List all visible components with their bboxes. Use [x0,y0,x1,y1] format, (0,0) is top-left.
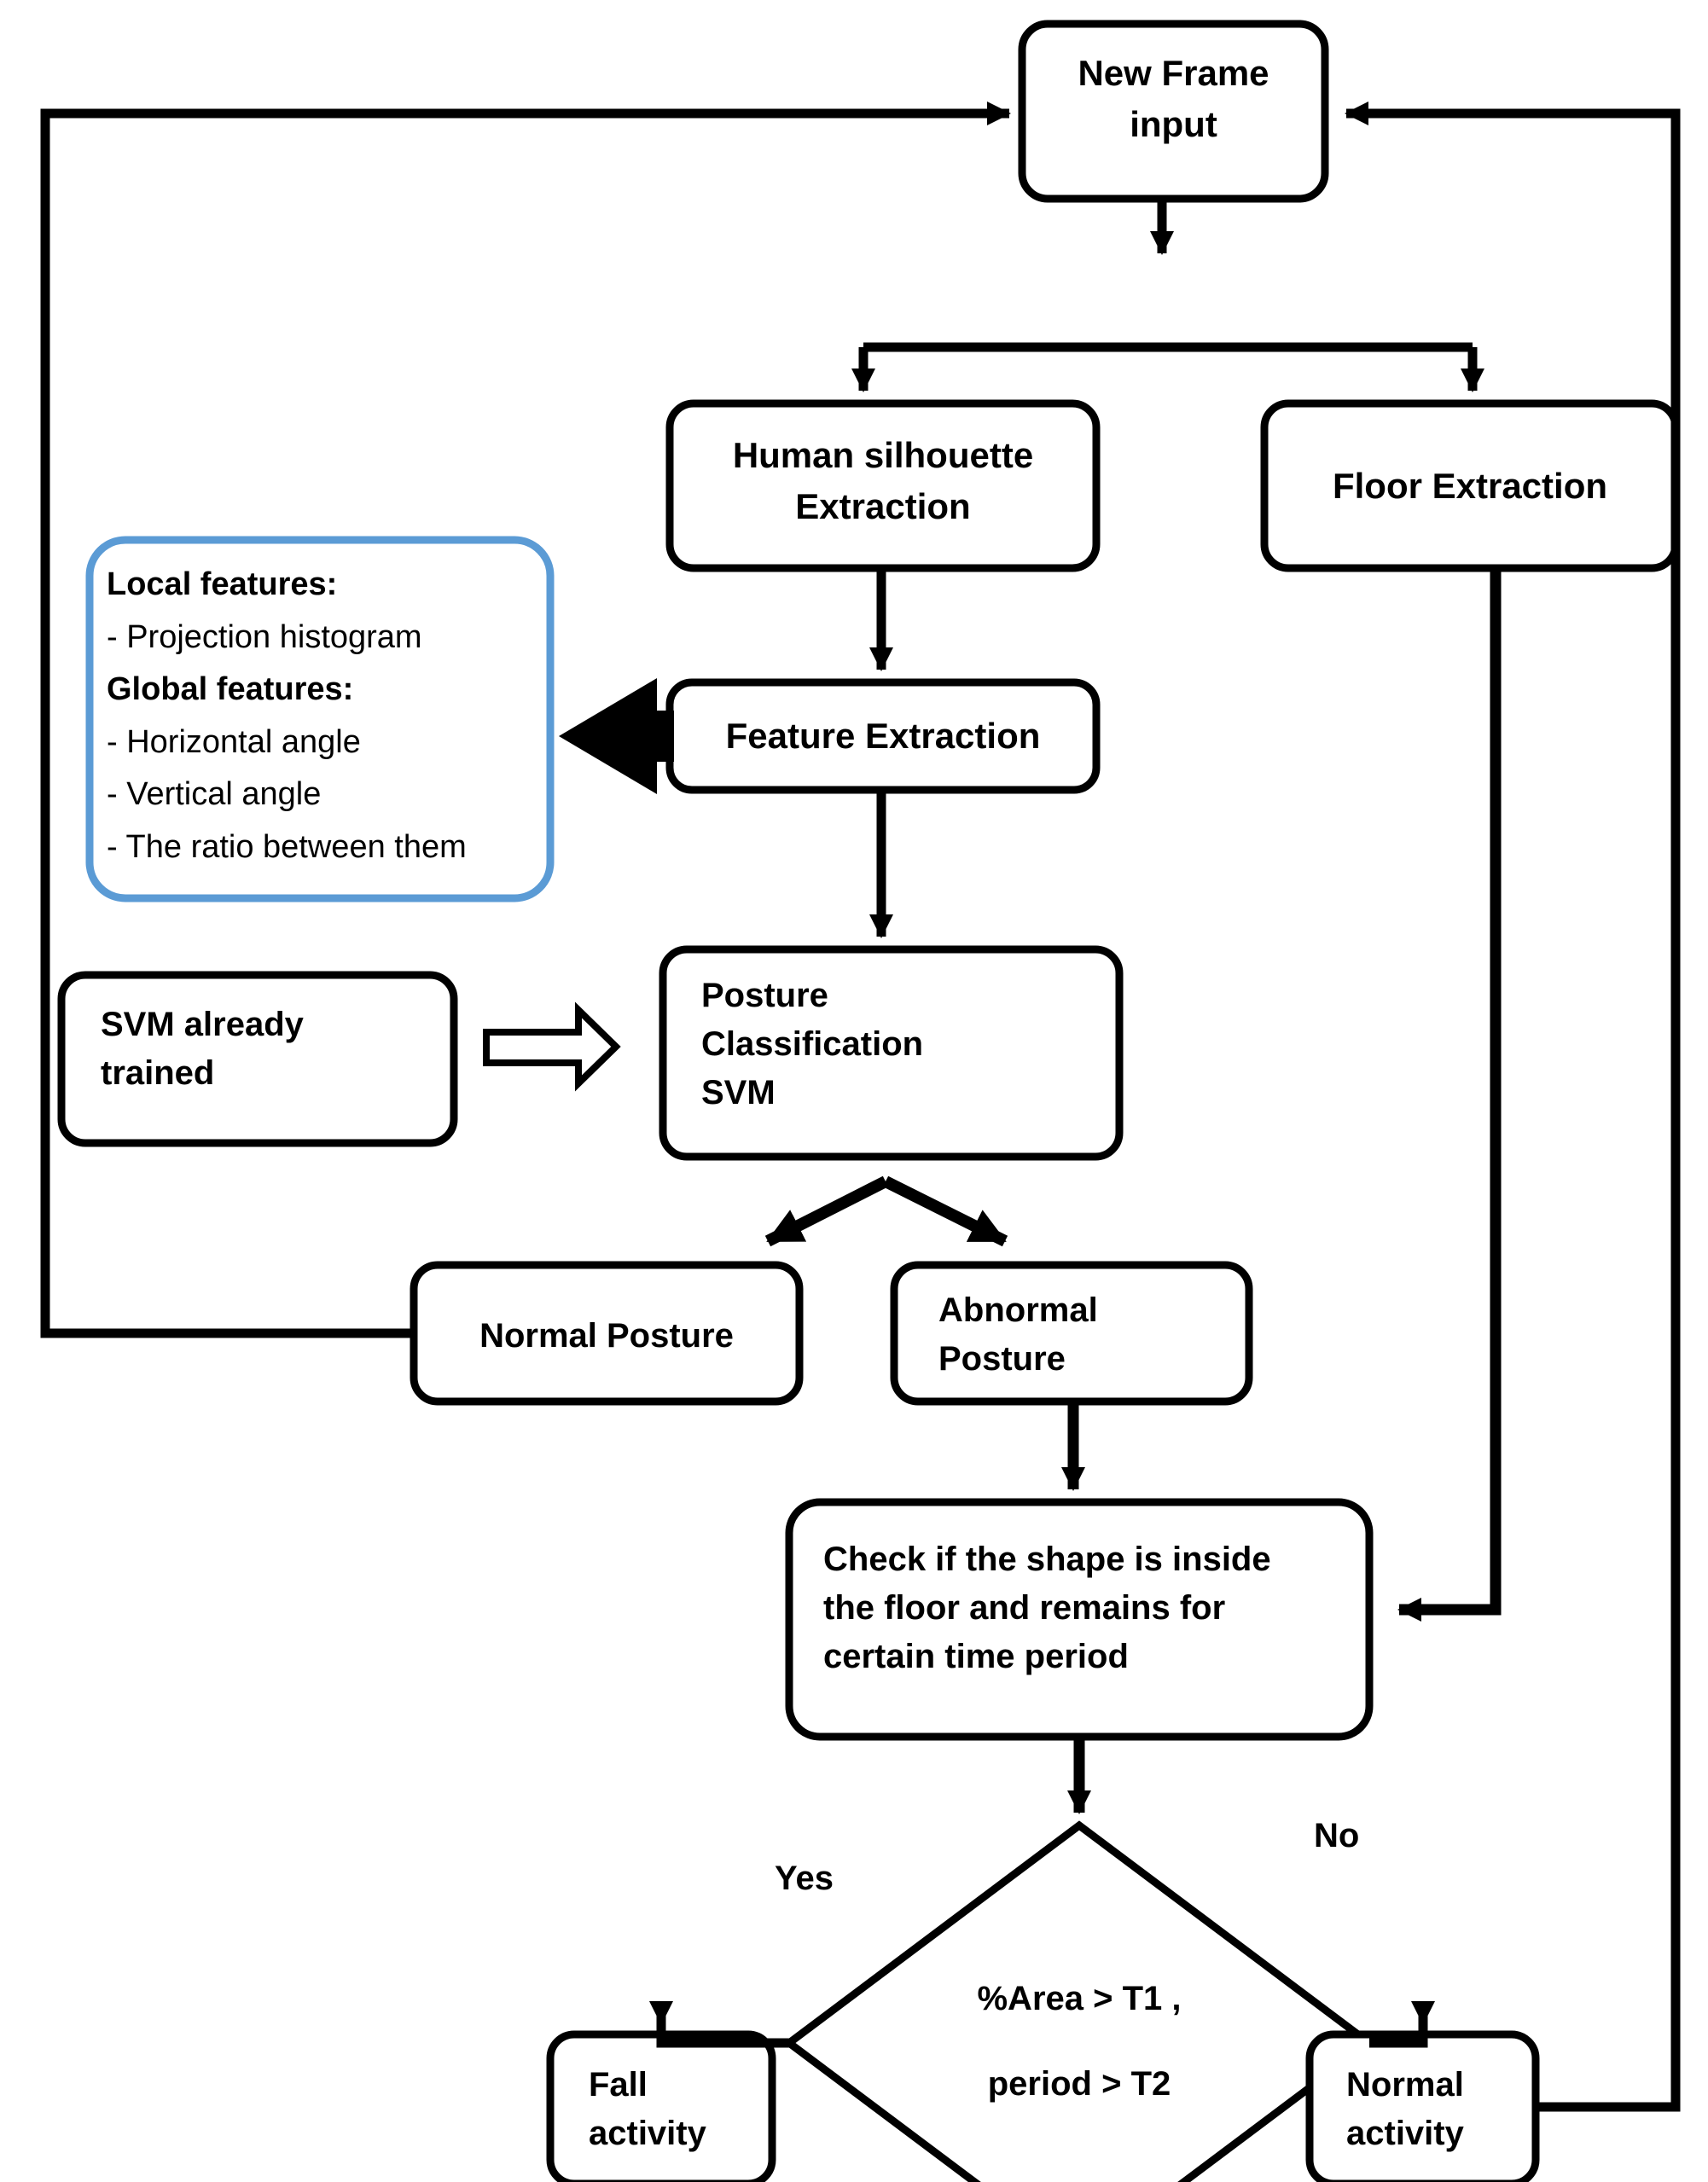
feature-local-header: Local features: [107,566,338,602]
node-box-normal-activity[interactable] [1305,2030,1540,2182]
edge-posture-to-abnormal [882,1175,1008,1247]
node-box-new-frame[interactable] [1018,20,1329,203]
edge-posture-to-normal [764,1175,889,1247]
edge-normal-activity-feedback [1345,102,1681,2112]
feature-global-item-0: - Horizontal angle [107,723,361,760]
node-diamond-decision[interactable] [782,1820,1376,2182]
node-box-feature-extraction[interactable] [665,678,1101,794]
node-box-abnormal-posture[interactable] [890,1261,1253,1406]
edge-svm-to-posture-blockarrow [483,1001,621,1092]
node-box-svm-trained[interactable] [57,971,458,1147]
feature-local-item-0: - Projection histogram [107,618,422,655]
edge-normal-posture-feedback [40,102,1011,1338]
feature-global-header: Global features: [107,671,354,708]
edge-decision-yes-to-fall [656,2022,789,2048]
node-box-feature-panel [85,536,555,902]
feature-global-item-1: - Vertical angle [107,776,322,813]
node-box-floor-extraction[interactable] [1260,399,1680,572]
feature-global-item-2: - The ratio between them [107,828,467,865]
node-box-posture-classification[interactable] [659,945,1124,1161]
edge-floor-to-check [1397,568,1502,1622]
feature-panel-content: Local features: - Projection histogram G… [107,559,542,873]
edge-label-no: No [1314,1817,1360,1854]
edge-label-yes: Yes [775,1860,834,1897]
node-box-fall-activity[interactable] [546,2030,776,2182]
node-box-human-silhouette[interactable] [665,399,1101,572]
edge-feature-to-panel-blockarrow [559,678,674,794]
node-box-normal-posture[interactable] [410,1261,804,1406]
edge-decision-no-to-normal [1369,2022,1428,2048]
node-box-check-shape[interactable] [785,1498,1374,1741]
